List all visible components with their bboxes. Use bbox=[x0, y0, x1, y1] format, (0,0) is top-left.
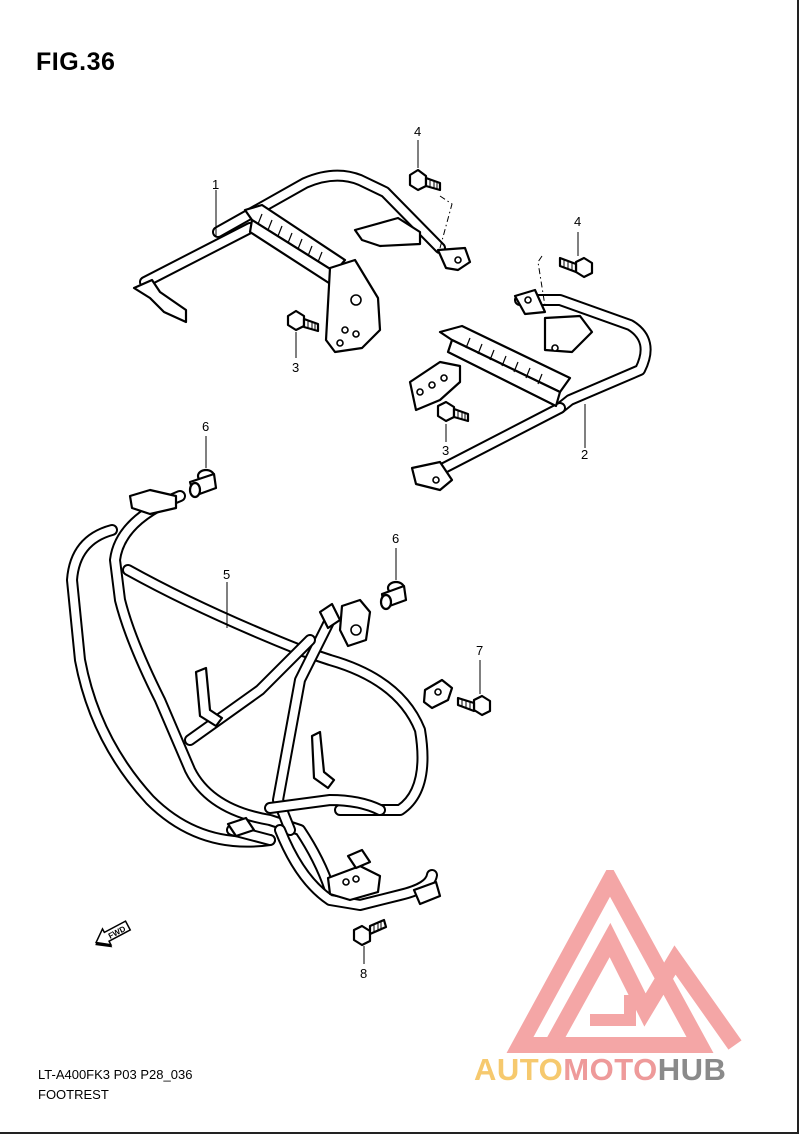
part-1-left-footrest bbox=[132, 169, 472, 354]
model-code: LT-A400FK3 P03 P28_036 bbox=[38, 1067, 193, 1082]
callout-4-right: 4 bbox=[574, 214, 581, 229]
section-name: FOOTREST bbox=[38, 1087, 109, 1102]
bolt-8 bbox=[352, 918, 388, 964]
brand-hub: HUB bbox=[657, 1052, 727, 1087]
callout-6-top: 6 bbox=[202, 419, 209, 434]
callout-3-right: 3 bbox=[442, 443, 449, 458]
figure-title: FIG.36 bbox=[36, 48, 116, 76]
bolt-3-right bbox=[436, 400, 470, 442]
grommet-6-top bbox=[188, 436, 218, 499]
bolt-4-right bbox=[537, 232, 594, 307]
part-5-front-guard bbox=[66, 488, 454, 911]
callout-6-mid: 6 bbox=[392, 531, 399, 546]
part-2-right-footrest bbox=[408, 288, 652, 492]
fwd-arrow-icon: FWD bbox=[95, 920, 132, 948]
grommet-6-mid bbox=[379, 548, 408, 611]
watermark-brand-text: AUTOMOTOHUB bbox=[474, 1052, 726, 1088]
bolt-7 bbox=[456, 660, 492, 717]
callout-5: 5 bbox=[223, 567, 230, 582]
bolt-4-left bbox=[408, 140, 453, 249]
bolt-3-left bbox=[286, 309, 320, 358]
callout-7: 7 bbox=[476, 643, 483, 658]
callout-4-left: 4 bbox=[414, 124, 421, 139]
callout-2: 2 bbox=[581, 447, 588, 462]
callout-3-left: 3 bbox=[292, 360, 299, 375]
brand-moto: MOTO bbox=[563, 1052, 658, 1087]
callout-1: 1 bbox=[212, 177, 219, 192]
triangle-m-logo-icon bbox=[506, 870, 742, 1053]
brand-auto: AUTO bbox=[474, 1052, 564, 1087]
callout-8: 8 bbox=[360, 966, 367, 981]
